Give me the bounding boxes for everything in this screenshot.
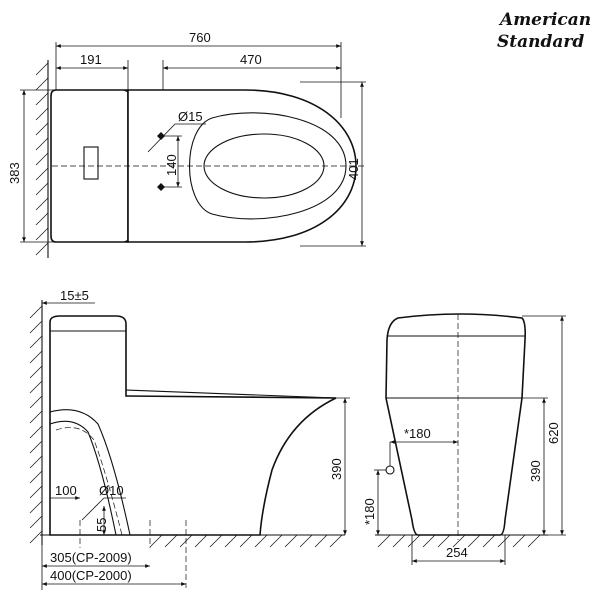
flush-button <box>83 146 99 180</box>
dim-bowl-length: 470 <box>240 52 262 67</box>
supply-valve <box>385 465 395 475</box>
front-body-outline <box>385 313 526 536</box>
side-view: 15±5 390 100 Ø10 55 305(CP-2009) 400(CP-… <box>29 288 350 590</box>
side-seat-line <box>125 389 337 399</box>
side-wall-hatch <box>29 305 43 544</box>
top-wall-hatch <box>35 62 49 256</box>
front-view: *180 *180 390 620 254 <box>362 313 566 565</box>
top-view: 760 191 470 383 401 Ø15 140 <box>7 30 366 258</box>
side-trapway-outer <box>49 409 131 536</box>
dim-hole-leader <box>147 123 176 153</box>
side-trapway-hidden <box>55 427 123 536</box>
dim-supply-offset: *180 <box>404 426 431 441</box>
dim-overall-length: 760 <box>189 30 211 45</box>
dim-supply-height: *180 <box>362 498 377 525</box>
dim-front-seat-height: 390 <box>528 460 543 482</box>
brand-line-2: Standard <box>497 32 584 52</box>
dim-tank-depth: 191 <box>80 52 102 67</box>
dim-overall-height: 620 <box>546 422 561 444</box>
brand-line-1: American <box>498 10 591 30</box>
side-body-outline <box>49 315 337 536</box>
dim-drain-height: 55 <box>94 518 109 532</box>
side-trapway-inner <box>49 420 117 536</box>
dim-base-width: 254 <box>446 545 468 560</box>
dim-tank-width: 383 <box>7 162 22 184</box>
side-floor-hatch <box>149 534 343 548</box>
dim-drain-diameter: Ø10 <box>99 483 124 498</box>
front-floor-hatch <box>377 534 541 548</box>
dim-roughin-1: 305(CP-2009) <box>50 550 132 565</box>
seat-outline <box>188 112 347 220</box>
dim-bowl-width: 401 <box>346 158 361 180</box>
dim-roughin-2: 400(CP-2000) <box>50 568 132 583</box>
dim-wall-gap: 15±5 <box>60 288 89 303</box>
dim-hole-spacing: 140 <box>164 154 179 176</box>
dim-side-seat-height: 390 <box>329 458 344 480</box>
dim-hole-diameter: Ø15 <box>178 109 203 124</box>
brand-logo: American Standard <box>497 10 591 52</box>
dim-drain-offset: 100 <box>55 483 77 498</box>
